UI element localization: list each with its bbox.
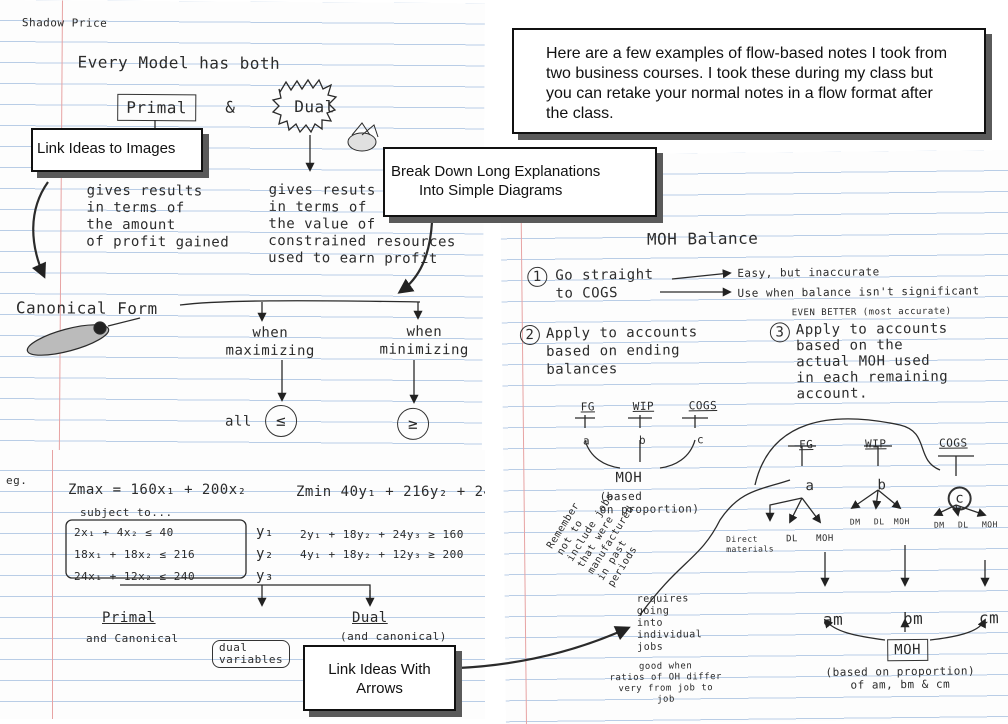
callout-break-down-line2: Into Simple Diagrams [419,182,563,199]
dual-constraint-1: 2y₁ + 18y₂ + 24y₃ ≥ 160 [300,528,464,541]
bee-icon [347,122,379,152]
dual-caption: Dual [352,610,388,626]
dual-variable-y1: y₁ [256,524,274,540]
page-margin-line [52,450,53,719]
callout-break-down: Break Down Long Explanations Into Simple… [383,147,657,217]
dual-starburst-icon [271,78,338,134]
callout-break-down-line1: Break Down Long Explanations [391,163,601,180]
primal-objective: Zmax = 160x₁ + 200x₂ [68,482,247,498]
primal-constraint-3: 24x₁ + 12x₂ ≤ 240 [74,570,196,583]
subject-to-label: subject to... [80,506,173,519]
dual-variable-y3: y₃ [256,568,274,584]
and-canonical-caption: and Canonical [86,632,179,645]
callout-link-arrows-line1: Link Ideas With [328,661,431,678]
dual-objective: Zmin 40y₁ + 216y₂ + 240y₃ [296,484,485,500]
dual-variable-y2: y₂ [256,546,274,562]
primal-constraint-1: 2x₁ + 4x₂ ≤ 40 [74,526,174,539]
callout-link-arrows: Link Ideas With Arrows [303,645,456,711]
callout-link-ideas-images: Link Ideas to Images [31,128,203,172]
primal-caption: Primal [102,610,156,626]
primal-constraint-2: 18x₁ + 18x₂ ≤ 216 [74,548,196,561]
canonical-cannon-icon [26,317,141,356]
eg-label: eg. [6,474,28,487]
callout-link-arrows-line2: Arrows [356,680,403,697]
intro-note-box: Here are a few examples of flow-based no… [512,28,986,134]
dual-variables-bubble: dual variables [212,640,291,668]
callout-link-ideas-images-text: Link Ideas to Images [37,140,176,157]
dual-canonical-caption: (and canonical) [340,630,447,643]
intro-note-text: Here are a few examples of flow-based no… [546,45,948,122]
dual-constraint-2: 4y₁ + 18y₂ + 12y₃ ≥ 200 [300,548,464,561]
